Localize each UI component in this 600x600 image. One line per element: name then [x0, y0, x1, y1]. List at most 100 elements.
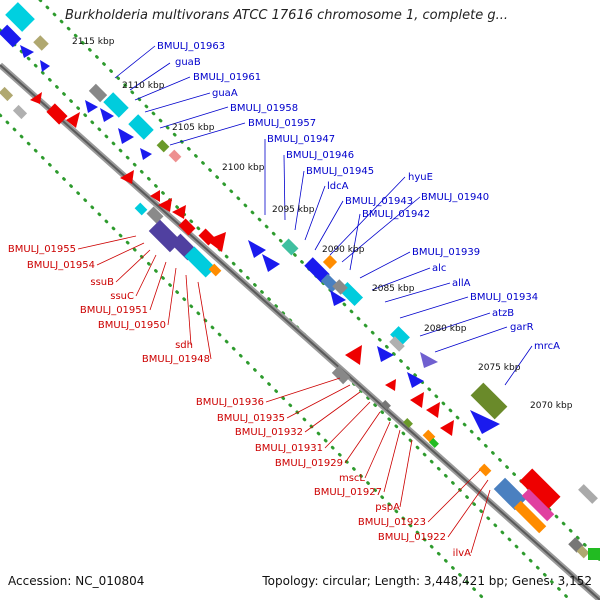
feature-orange [478, 463, 492, 477]
feature-orange [322, 254, 338, 270]
scale-label: 2095 kbp [272, 205, 315, 215]
feature-blue [304, 257, 330, 283]
feature-green [588, 548, 600, 560]
genome-summary: Topology: circular; Length: 3,448,421 bp… [262, 574, 592, 588]
feature-cyan [5, 2, 35, 32]
gene-label: BMULJ_01923 [358, 517, 426, 528]
scale-label: 2085 kbp [372, 284, 415, 294]
upper-gene-labels: BMULJ_01963 guaB BMULJ_01961 guaA BMULJ_… [157, 41, 560, 352]
feature-teal [281, 238, 299, 256]
gene-label: mscL [339, 473, 365, 484]
gene-label: BMULJ_01945 [306, 166, 374, 177]
feature-steel [493, 477, 527, 511]
feature-red-arrow [66, 112, 80, 128]
feature-olive [33, 35, 49, 51]
feature-gray [331, 365, 351, 385]
feature-green [429, 438, 439, 448]
feature-olive [576, 545, 590, 559]
feature-cyan [390, 326, 410, 346]
feature-gray [146, 206, 164, 224]
lower-gene-features [0, 86, 600, 560]
gene-label: BMULJ_01957 [248, 118, 316, 129]
gene-label: atzB [492, 308, 514, 319]
gene-label: BMULJ_01961 [193, 72, 261, 83]
gene-label: ldcA [327, 181, 349, 192]
gene-label: BMULJ_01936 [196, 397, 264, 408]
feature-pink [168, 149, 182, 163]
gene-label: guaA [212, 88, 238, 99]
feature-blue-arrow [100, 108, 114, 122]
gene-label: hyuE [408, 172, 433, 183]
feature-red-arrow [426, 402, 440, 418]
feature-gray [389, 336, 405, 352]
feature-green [403, 418, 413, 428]
feature-green [156, 139, 170, 153]
scale-label: 2100 kbp [222, 163, 265, 173]
gene-label: allA [452, 278, 471, 289]
feature-orange [208, 263, 222, 277]
feature-red-arrow [150, 190, 160, 202]
lower-gene-labels: BMULJ_01955 BMULJ_01954 ssuB ssuC BMULJ_… [8, 244, 471, 559]
upper-gene-features [0, 2, 598, 504]
gene-label: BMULJ_01939 [412, 247, 480, 258]
scale-labels: 2115 kbp 2110 kbp 2105 kbp 2100 kbp 2095… [72, 37, 573, 411]
gene-label: guaB [175, 57, 201, 68]
scale-label: 2105 kbp [172, 123, 215, 133]
feature-red-arrow [385, 379, 396, 391]
scale-label: 2070 kbp [530, 401, 573, 411]
feature-gray [578, 484, 598, 504]
gene-label: sdh [175, 340, 193, 351]
feature-cyan [184, 246, 216, 278]
feature-olive [0, 86, 14, 102]
feature-blue-arrow [262, 254, 280, 272]
map-title: Burkholderia multivorans ATCC 17616 chro… [65, 8, 508, 23]
feature-gray [12, 104, 28, 120]
gene-label: BMULJ_01942 [362, 209, 430, 220]
feature-red-arrow [440, 420, 454, 436]
feature-blue-arrow [85, 100, 98, 113]
accession-text: Accession: NC_010804 [8, 574, 145, 588]
upper-leader-lines [114, 45, 533, 386]
feature-cyan [103, 92, 129, 118]
feature-red-arrow [120, 170, 134, 184]
gene-label: BMULJ_01951 [80, 305, 148, 316]
feature-blue-arrow [40, 60, 50, 72]
feature-magenta [521, 488, 555, 522]
gene-label: pspA [375, 502, 400, 513]
feature-blue-arrow [248, 240, 266, 258]
feature-gray [381, 400, 391, 410]
feature-gray [332, 279, 348, 295]
feature-gray [88, 83, 108, 103]
guide-inner-lower [0, 113, 487, 600]
gene-label: alc [432, 263, 446, 274]
gene-label: BMULJ_01927 [314, 487, 382, 498]
feature-olive-green [470, 382, 508, 420]
feature-red [519, 468, 561, 510]
gene-label: BMULJ_01934 [470, 292, 538, 303]
gene-label: BMULJ_01929 [275, 458, 343, 469]
feature-cyan [134, 202, 148, 216]
feature-blue-arrow [20, 45, 34, 58]
feature-red [178, 218, 196, 236]
gene-label: BMULJ_01947 [267, 134, 335, 145]
gene-label: ssuC [110, 291, 134, 302]
scale-label: 2075 kbp [478, 363, 521, 373]
gene-label: BMULJ_01943 [345, 196, 413, 207]
feature-orange [513, 500, 547, 534]
gene-label: BMULJ_01922 [378, 532, 446, 543]
gene-label: BMULJ_01958 [230, 103, 298, 114]
guide-inner-upper [0, 28, 572, 600]
gene-label: BMULJ_01931 [255, 443, 323, 454]
feature-red-arrow [345, 345, 362, 365]
scale-label: 2080 kbp [424, 324, 467, 334]
gene-label: BMULJ_01954 [27, 260, 95, 271]
feature-blue-arrow [140, 148, 152, 160]
feature-red-arrow [30, 92, 42, 104]
gene-label: BMULJ_01955 [8, 244, 76, 255]
gene-label: BMULJ_01940 [421, 192, 489, 203]
feature-purple-arrow [420, 352, 438, 368]
gene-label: ilvA [453, 548, 471, 559]
feature-cyan [128, 114, 154, 140]
feature-red [46, 103, 68, 125]
